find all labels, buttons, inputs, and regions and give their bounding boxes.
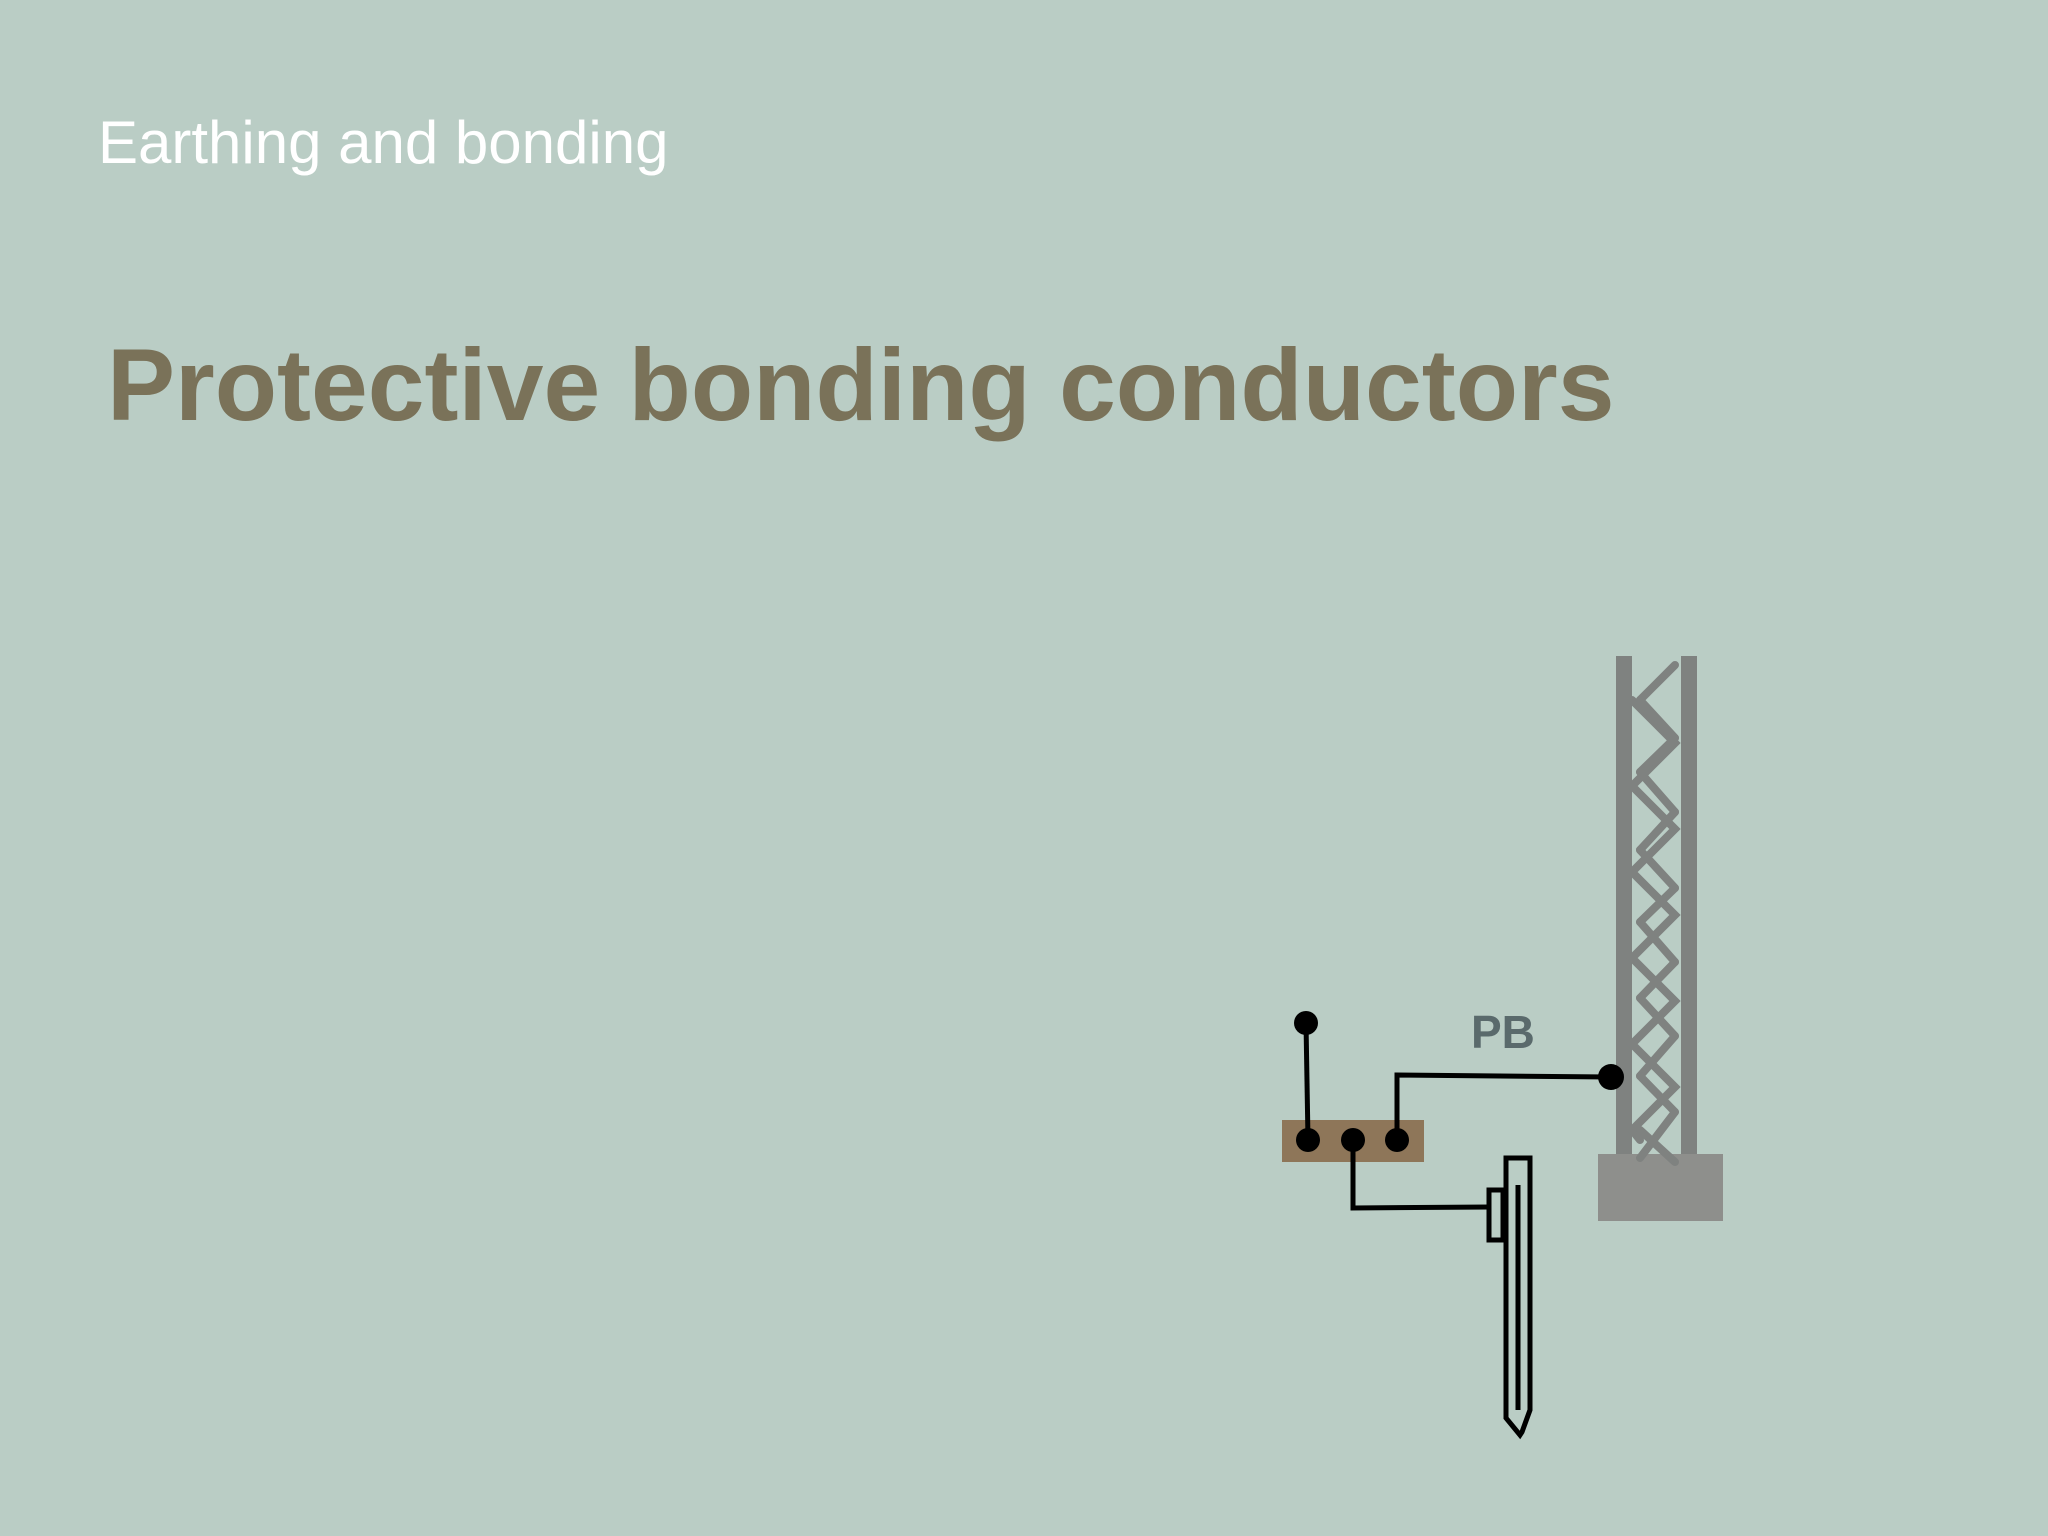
slide-title: Protective bonding conductors (107, 328, 1615, 442)
terminal-dot-1 (1296, 1128, 1320, 1152)
tower-base (1598, 1154, 1723, 1221)
conductors (1303, 1022, 1611, 1211)
protective-bonding-conductor (1394, 1072, 1611, 1140)
section-title: Earthing and bonding (98, 109, 669, 176)
terminal-dot-3 (1385, 1128, 1409, 1152)
earth-rod-conductor (1350, 1140, 1491, 1211)
terminal-dots (1294, 1011, 1624, 1152)
earth-rod-icon (1486, 1155, 1533, 1440)
tower-bond-dot (1598, 1064, 1624, 1090)
lattice-tower-icon (1598, 656, 1723, 1221)
terminal-dot-2 (1341, 1128, 1365, 1152)
pb-label: PB (1471, 1006, 1535, 1058)
tower-legs (1616, 656, 1697, 1154)
rod-clamp (1486, 1187, 1506, 1243)
earthing-conductor-upper (1303, 1022, 1311, 1141)
terminal-top-dot (1294, 1011, 1318, 1035)
tower-bracing (1626, 661, 1681, 1166)
